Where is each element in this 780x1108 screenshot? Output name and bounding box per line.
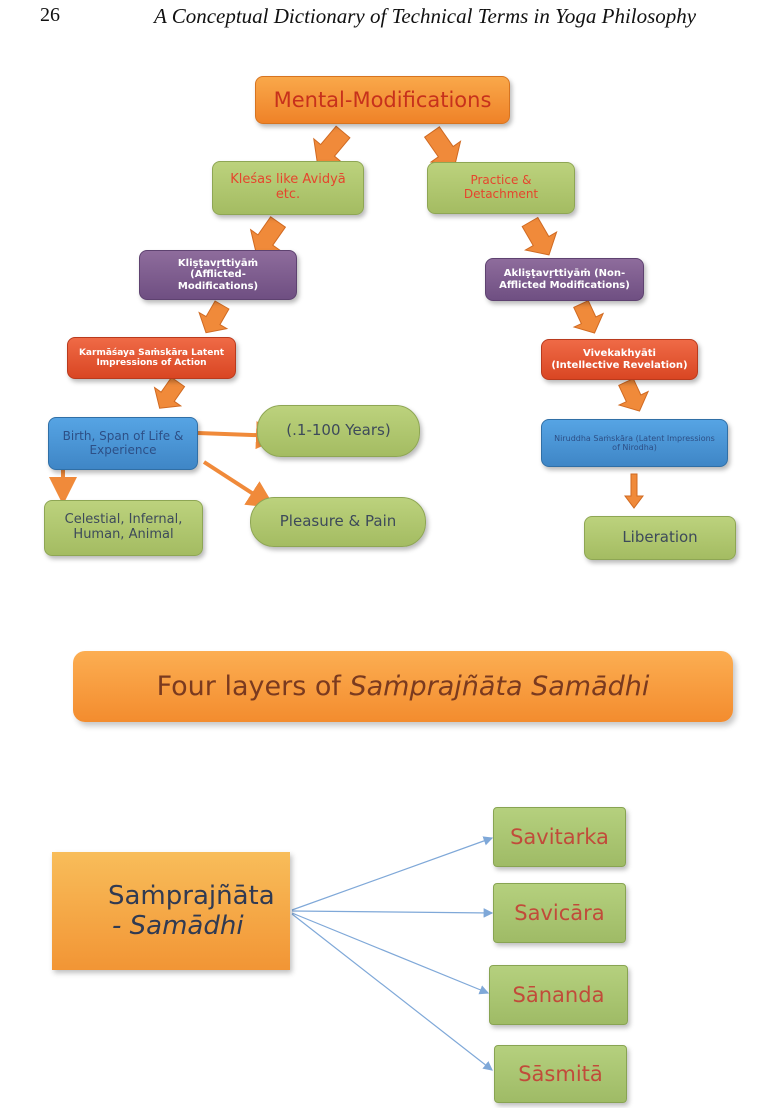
section-title-term: Saṁprajñāta Samādhi [349, 671, 650, 702]
node-birth: Birth, Span of Life & Experience [48, 417, 198, 470]
samadhi-main-line1: Saṁprajñāta [108, 881, 275, 911]
node-karmasaya: Karmāśaya Saṁskāra Latent Impressions of… [67, 337, 236, 379]
connector-samadhi-to-savitarka [291, 836, 494, 911]
node-niruddha: Niruddha Saṁskāra (Latent Impressions of… [541, 419, 728, 467]
arrow-aklista-to-viveka [572, 299, 605, 334]
node-klesas: Kleśas like Avidyā etc. [212, 161, 364, 215]
arrow-root-to-klesas [313, 125, 351, 164]
node-mental-modifications: Mental-Modifications [255, 76, 510, 124]
layer-sasmita: Sāsmitā [494, 1045, 627, 1103]
arrow-klesas-to-klista [249, 216, 287, 254]
samadhi-main-line2: - Samādhi [112, 911, 244, 941]
arrow-practice-to-aklista [521, 216, 558, 256]
arrow-klista-to-karmasaya [198, 300, 230, 334]
node-realms: Celestial, Infernal, Human, Animal [44, 500, 203, 556]
running-title: A Conceptual Dictionary of Technical Ter… [154, 4, 697, 28]
connector-samadhi-to-sasmita [291, 913, 493, 1071]
layer-savitarka: Savitarka [493, 807, 626, 867]
node-viveka: Vivekakhyāti (Intellective Revelation) [541, 339, 698, 380]
page-header: 26 A Conceptual Dictionary of Technical … [0, 0, 780, 40]
node-years: (.1-100 Years) [257, 405, 420, 457]
section-title-banner: Four layers of Saṁprajñāta Samādhi [73, 651, 733, 722]
node-liberation: Liberation [584, 516, 736, 560]
page-number: 26 [40, 4, 60, 26]
layer-savicara: Savicāra [493, 883, 626, 943]
connector-samadhi-to-sananda [291, 912, 490, 995]
connector-birth-to-pleasure [202, 460, 276, 509]
node-aklista: Akliṣṭavṛttiyāṁ (Non-Afflicted Modificat… [485, 258, 644, 301]
node-practice: Practice & Detachment [427, 162, 575, 214]
layer-sananda: Sānanda [489, 965, 628, 1025]
node-pleasure: Pleasure & Pain [250, 497, 426, 547]
arrow-karmasaya-to-birth [153, 376, 186, 409]
arrow-viveka-to-niruddha [617, 377, 650, 412]
connector-samadhi-to-savicara [291, 908, 494, 918]
samadhi-main-box: Saṁprajñāta - Samādhi [52, 852, 290, 970]
node-klista: Kliṣṭavṛttiyāṁ (Afflicted-Modifications) [139, 250, 297, 300]
section-title-prefix: Four layers of [156, 671, 350, 702]
arrow-niruddha-to-liberation [624, 473, 644, 509]
